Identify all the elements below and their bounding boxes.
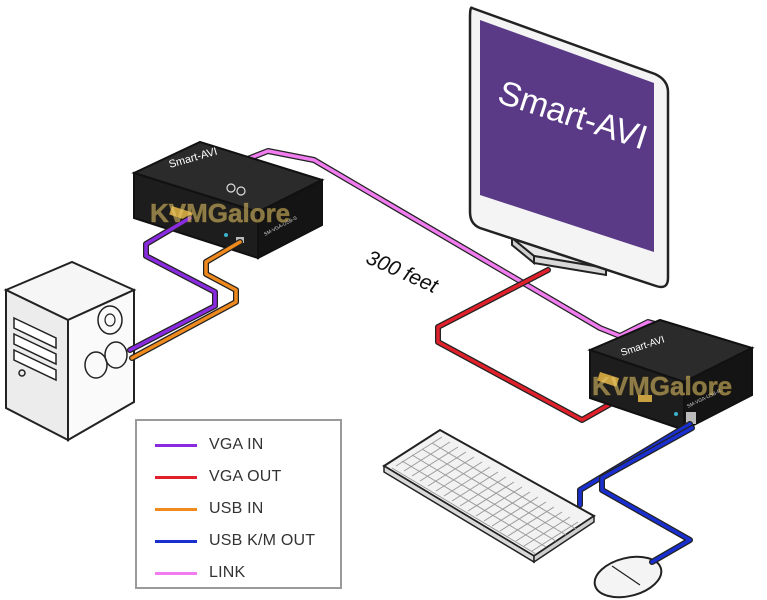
legend-label: USB K/M OUT	[209, 532, 316, 549]
legend-item: VGA IN	[155, 434, 264, 456]
receiver-vga-out-port	[638, 395, 652, 402]
legend-swatch	[155, 475, 197, 479]
legend-label: VGA IN	[209, 436, 264, 453]
receiver-unit: Smart-AVI SM-VGA-USB-R	[587, 318, 755, 432]
usb-in-cable	[129, 239, 243, 361]
receiver-led	[674, 412, 678, 416]
watermark: KVMGalore	[592, 371, 732, 401]
legend-swatch	[155, 571, 197, 575]
legend-label: VGA OUT	[209, 468, 282, 485]
mouse	[593, 555, 663, 599]
legend-swatch	[155, 539, 197, 543]
vga-out-cable	[435, 267, 631, 423]
transmitter-audio-port	[236, 186, 246, 196]
legend-label: USB IN	[209, 500, 264, 517]
legend-item: USB IN	[155, 498, 264, 520]
link-cable	[237, 148, 693, 339]
receiver-usb-port	[686, 412, 696, 424]
fan-icon	[104, 313, 116, 327]
transmitter-unit: Smart-AVI SM-VGA-USB-S	[131, 140, 325, 260]
watermark: KVMGalore	[150, 198, 290, 228]
legend: VGA IN VGA OUT USB IN USB K/M OUT LINK	[135, 419, 342, 589]
transmitter-audio-port	[226, 183, 236, 193]
legend-swatch	[155, 443, 197, 447]
keyboard-keys	[391, 436, 579, 555]
power-button-icon	[18, 369, 26, 377]
monitor: Smart-AVI	[468, 6, 670, 289]
fan-icon	[84, 351, 108, 379]
monitor-screen	[480, 20, 654, 252]
vga-in-cable	[127, 215, 218, 353]
legend-item: VGA OUT	[155, 466, 282, 488]
legend-swatch	[155, 507, 197, 511]
computer-tower	[3, 260, 137, 442]
fan-icon	[104, 341, 128, 369]
legend-item: USB K/M OUT	[155, 530, 315, 552]
legend-label: LINK	[209, 564, 246, 581]
keyboard	[382, 428, 596, 564]
legend-item: LINK	[155, 562, 245, 584]
receiver-vga-port	[597, 372, 620, 387]
fan-icon	[97, 305, 123, 335]
usb-km-out-cable	[577, 421, 695, 565]
transmitter-led	[224, 233, 228, 237]
